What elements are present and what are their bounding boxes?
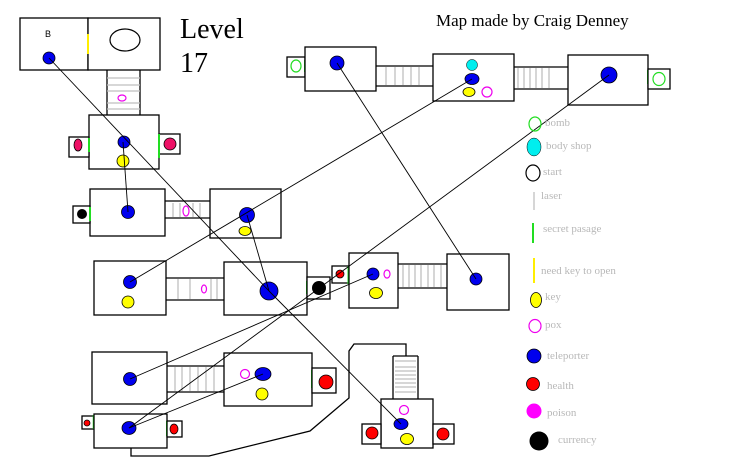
map-credit: Map made by Craig Denney — [436, 11, 629, 30]
legend-item-teleporter: teleporter — [526, 348, 589, 364]
health — [318, 374, 334, 390]
key — [116, 154, 130, 168]
health — [335, 269, 345, 279]
legend-item-laser: laser — [533, 190, 562, 210]
legend-item-bomb: bomb — [528, 116, 571, 132]
level-number: 17 — [180, 48, 208, 79]
teleporter-links — [48, 57, 610, 429]
key — [400, 433, 414, 445]
teleporter — [121, 205, 135, 219]
pox — [239, 368, 251, 380]
key — [369, 287, 383, 299]
start-marker — [109, 28, 141, 52]
room-bottom-row — [81, 351, 337, 449]
room-3 — [72, 188, 282, 239]
legend-item-need-key: need key to open — [533, 258, 616, 283]
pox — [182, 205, 190, 217]
legend-item-secret-passage: secret pasage — [532, 223, 601, 243]
svg-text:laser: laser — [541, 190, 562, 202]
svg-text:key: key — [545, 291, 561, 303]
pox-icon — [528, 318, 542, 334]
key-icon — [530, 292, 542, 308]
health — [83, 419, 91, 427]
key — [121, 295, 135, 309]
health — [436, 427, 450, 441]
legend-item-start: start — [525, 164, 562, 182]
room-label-b: B — [45, 29, 51, 39]
currency — [77, 209, 87, 219]
health-icon — [526, 377, 540, 391]
svg-text:poison: poison — [547, 407, 577, 419]
legend-item-key: key — [530, 291, 561, 308]
svg-text:body shop: body shop — [546, 140, 592, 152]
room-start-area: B — [19, 17, 161, 71]
room-2 — [68, 114, 181, 170]
poison — [163, 137, 177, 151]
level-title: Level — [180, 14, 244, 45]
svg-text:pox: pox — [545, 319, 562, 331]
key — [255, 387, 269, 401]
bomb — [290, 59, 302, 73]
body-shop-icon — [526, 137, 542, 157]
pox — [383, 269, 391, 279]
body-shop — [466, 59, 478, 71]
start-icon — [525, 164, 541, 182]
poison — [73, 138, 83, 152]
pox — [200, 284, 208, 294]
health — [169, 423, 179, 435]
teleporter-icon — [526, 348, 542, 364]
legend-item-health: health — [526, 377, 574, 392]
legend-item-body-shop: body shop — [526, 137, 592, 157]
svg-text:bomb: bomb — [545, 117, 571, 129]
svg-text:start: start — [543, 166, 562, 178]
room-top-right-row — [286, 46, 671, 106]
key — [462, 87, 476, 97]
svg-text:teleporter: teleporter — [547, 350, 589, 362]
passage-outline — [130, 343, 407, 457]
currency-icon — [529, 431, 549, 451]
pox — [117, 94, 127, 102]
poison-icon — [526, 403, 542, 419]
teleporter — [117, 135, 131, 149]
legend-item-poison: poison — [526, 403, 577, 419]
svg-text:secret pasage: secret pasage — [543, 223, 601, 235]
bomb-icon — [528, 116, 542, 132]
room-bottom-right — [361, 355, 455, 449]
corridor-laser-vertical — [106, 70, 141, 115]
legend: bomb body shop start laser secret pasage… — [525, 116, 616, 451]
health — [365, 426, 379, 440]
room-middle-row — [93, 252, 510, 316]
svg-text:need key to open: need key to open — [541, 265, 616, 277]
pox — [398, 404, 410, 416]
legend-item-currency: currency — [529, 431, 597, 451]
bomb — [652, 71, 666, 87]
legend-item-pox: pox — [528, 318, 562, 334]
svg-text:currency: currency — [558, 434, 597, 446]
key — [238, 226, 252, 236]
svg-text:health: health — [547, 380, 574, 392]
pox — [481, 86, 493, 98]
